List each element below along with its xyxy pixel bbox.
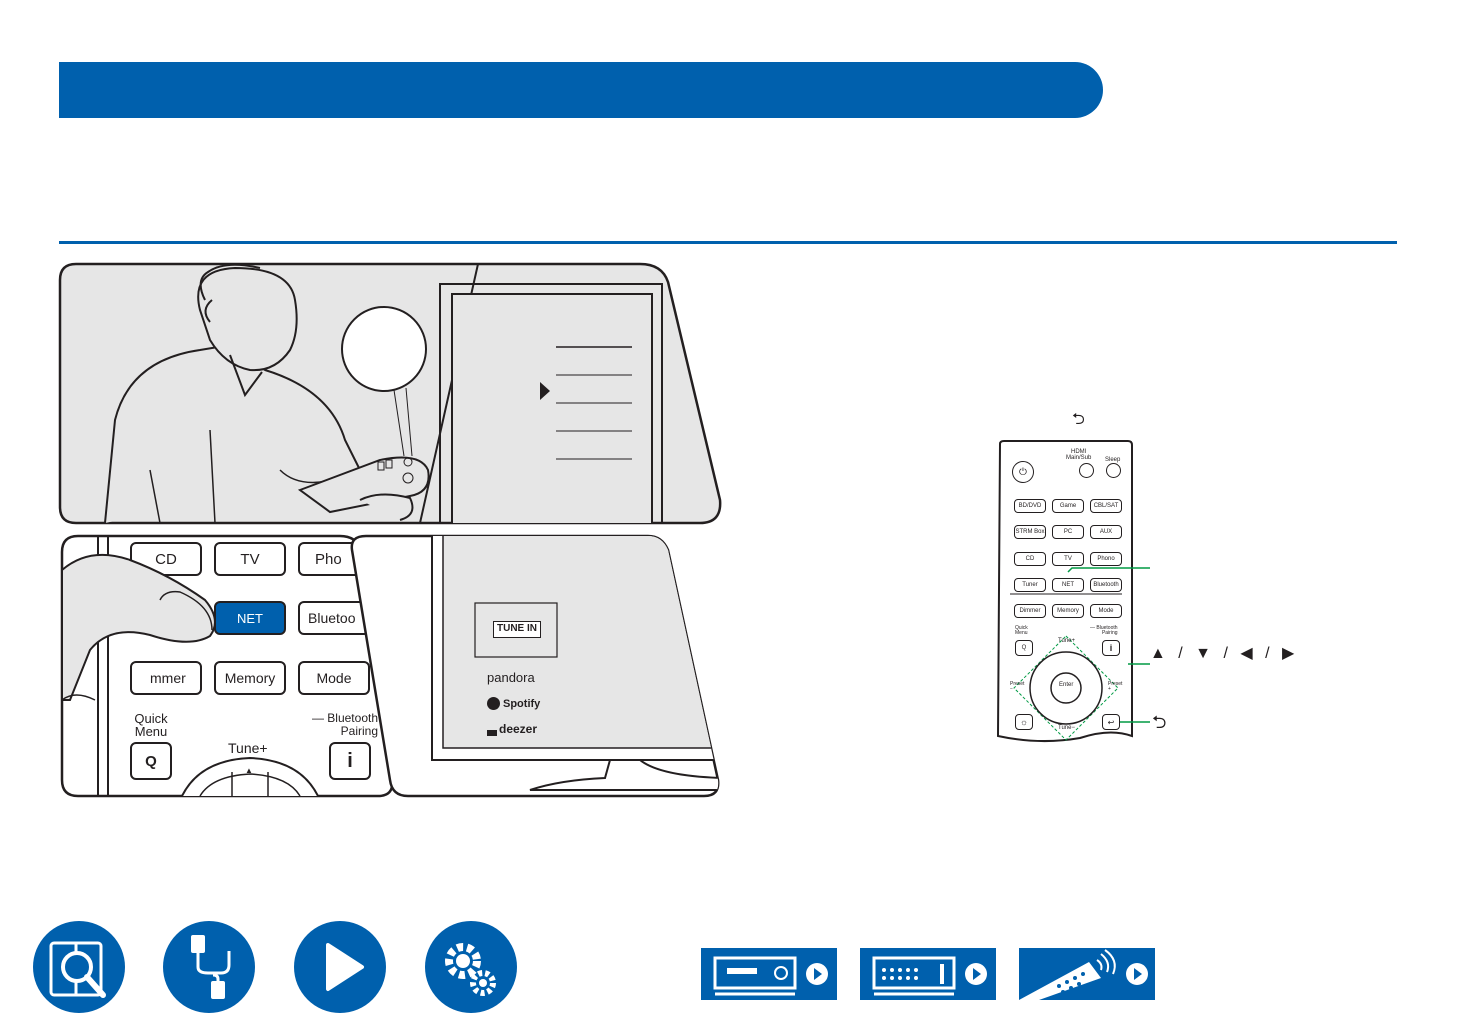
remote-enter-button: Enter <box>1059 682 1074 688</box>
remote-info-key: i <box>1102 640 1120 656</box>
remote-button-strm-box: STRM Box <box>1014 525 1046 539</box>
section-title-bar <box>59 62 1103 118</box>
closeup-button-bluetooth: Bluetoo <box>308 610 356 626</box>
remote-preset-minus-label: Preset − <box>1010 681 1025 692</box>
remote-button-pc: PC <box>1052 525 1084 539</box>
tunein-logo-text: TUNE IN <box>493 621 541 638</box>
top-panel-man-with-remote <box>58 262 722 525</box>
tunein-logo: TUNE IN <box>493 621 541 638</box>
remote-button-phono: Phono <box>1090 552 1122 566</box>
manual-search-icon <box>49 941 106 998</box>
remote-button-net: NET <box>1052 578 1084 592</box>
closeup-button-memory: Memory <box>224 670 276 686</box>
remote-quick-menu-label: Quick Menu <box>1015 625 1028 636</box>
remote-button-tuner: Tuner <box>1014 578 1046 592</box>
remote-button-memory: Memory <box>1052 604 1084 618</box>
closeup-button-dimmer: mmer <box>150 670 186 686</box>
remote-power-button: ⏻ <box>1012 461 1034 483</box>
callout-back-icon: ⮌ <box>1152 712 1167 732</box>
remote-setup-icon: ☼ <box>1019 717 1029 727</box>
playback-icon <box>326 943 364 991</box>
power-icon: ⏻ <box>1019 466 1027 478</box>
manual-search-button[interactable] <box>33 921 125 1013</box>
receiver-rear-icon <box>872 956 987 996</box>
remote-hdmi-label: HDMI Main/Sub <box>1066 449 1092 461</box>
remote-control-button[interactable] <box>1019 948 1155 1000</box>
receiver-rear-button[interactable] <box>860 948 996 1000</box>
callout-lines <box>1067 567 1150 723</box>
closeup-button-net: NET <box>237 610 263 626</box>
playback-button[interactable] <box>294 921 386 1013</box>
closeup-button-mode: Mode <box>316 670 352 686</box>
pandora-logo: pandora <box>487 670 535 685</box>
settings-gear-icon <box>445 943 496 996</box>
remote-setup-button: ☼ <box>1015 714 1033 730</box>
receiver-front-icon <box>713 956 828 996</box>
remote-button-aux: AUX <box>1090 525 1122 539</box>
remote-tune-minus-label: Tune− <box>1058 725 1075 731</box>
closeup-tune-plus-label: Tune+ <box>228 740 268 756</box>
closeup-q-key: Q <box>145 752 157 770</box>
deezer-logo-text: deezer <box>499 722 538 736</box>
remote-button-tv: TV <box>1052 552 1084 566</box>
spotify-icon <box>487 697 500 710</box>
closeup-bt-pairing-label: — Bluetooth Pairing <box>311 712 378 738</box>
remote-button-game: Game <box>1052 499 1084 513</box>
remote-preset-plus-label: Preset + <box>1108 681 1123 692</box>
remote-hdmi-button <box>1079 463 1094 478</box>
remote-closeup-panel <box>60 534 394 798</box>
closeup-up-arrow-icon: ▲ <box>245 766 253 775</box>
remote-button-mode: Mode <box>1090 604 1122 618</box>
remote-button-bluetooth: Bluetooth <box>1090 578 1122 592</box>
closeup-button-tv: TV <box>240 550 260 568</box>
remote-return-button: ↩ <box>1102 714 1120 730</box>
remote-button-dimmer: Dimmer <box>1014 604 1046 618</box>
settings-button[interactable] <box>425 921 517 1013</box>
closeup-quick-menu-label: Quick Menu <box>134 711 168 739</box>
remote-tune-plus-label: Tune+ <box>1058 638 1075 644</box>
remote-button-cbl-sat: CBL/SAT <box>1090 499 1122 513</box>
remote-button-cd: CD <box>1014 552 1046 566</box>
remote-button-bd-dvd: BD/DVD <box>1014 499 1046 513</box>
deezer-bars-icon <box>487 726 497 736</box>
return-icon: ⮌ <box>1072 411 1085 428</box>
deezer-logo: deezer <box>487 722 537 736</box>
remote-control-icon <box>1019 949 1148 1000</box>
section-divider <box>59 241 1397 244</box>
remote-q-key: Q <box>1015 640 1033 656</box>
remote-sleep-button <box>1106 463 1121 478</box>
connection-cable-icon <box>191 935 231 999</box>
receiver-front-button[interactable] <box>701 948 837 1000</box>
spotify-logo: Spotify <box>487 697 540 710</box>
closeup-button-phono: Pho <box>315 550 342 568</box>
closeup-button-cd: CD <box>155 550 177 568</box>
remote-sleep-label: Sleep <box>1105 457 1121 463</box>
closeup-info-key: i <box>347 749 353 772</box>
callout-arrow-keys: ▲ / ▼ / ◀ / ▶ <box>1150 645 1295 662</box>
spotify-logo-text: Spotify <box>503 697 541 710</box>
remote-bt-pairing-label: — Bluetooth Pairing <box>1090 625 1118 636</box>
connection-button[interactable] <box>163 921 255 1013</box>
tv-services-panel <box>350 534 720 798</box>
